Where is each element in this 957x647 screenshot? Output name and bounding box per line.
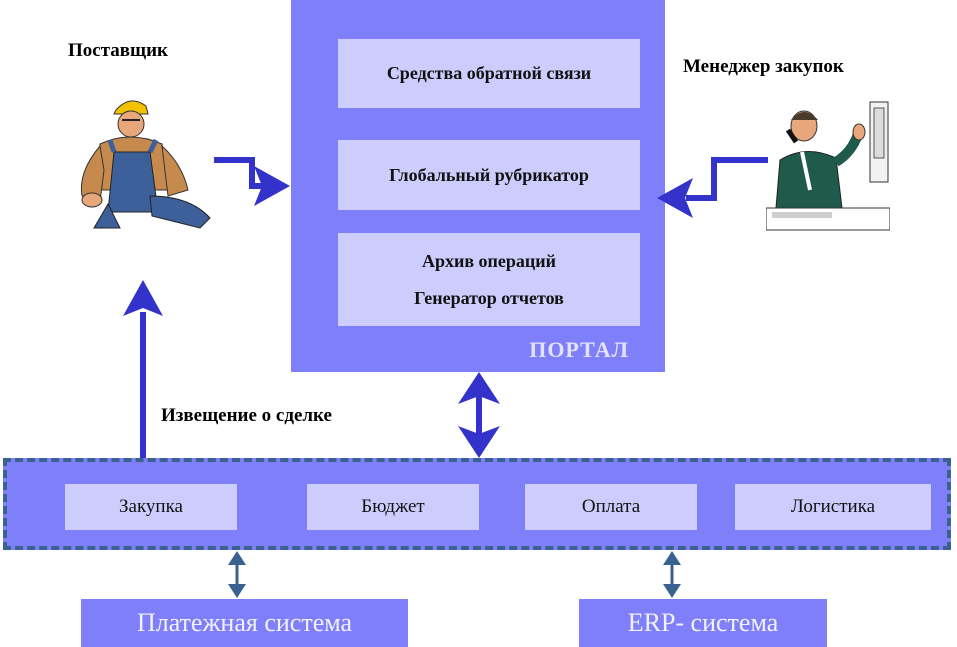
module-feedback[interactable]: Средства обратной связи xyxy=(338,39,640,108)
module-payment-label: Оплата xyxy=(581,496,641,517)
erp-system-box[interactable]: ERP- система xyxy=(579,599,827,647)
supplier-arrowhead xyxy=(254,166,290,206)
supplier-label: Поставщик xyxy=(68,40,168,61)
portal-title: ПОРТАЛ xyxy=(529,337,629,362)
manager-label: Менеджер закупок xyxy=(683,56,844,77)
notification-arrowhead xyxy=(123,280,163,316)
module-feedback-label: Средства обратной связи xyxy=(386,63,592,83)
worker-icon xyxy=(80,100,211,229)
module-archive-reports[interactable]: Архив операций Генератор отчетов xyxy=(338,233,640,326)
module-purchase-label: Закупка xyxy=(119,496,183,517)
payment-link-head-up xyxy=(228,551,246,565)
back-office-bar: Закупка Бюджет Оплата Логистика xyxy=(3,458,951,550)
portal-block: Средства обратной связи Глобальный рубри… xyxy=(291,0,665,372)
archive-label: Архив операций xyxy=(421,250,557,271)
erp-system-label: ERP- система xyxy=(627,608,779,637)
module-catalog[interactable]: Глобальный рубрикатор xyxy=(338,140,640,210)
module-purchase[interactable]: Закупка xyxy=(65,484,237,530)
module-budget-label: Бюджет xyxy=(361,496,425,517)
module-payment[interactable]: Оплата xyxy=(525,484,697,530)
portal-link-arrowhead-down xyxy=(458,426,500,458)
deal-notification-label: Извещение о сделке xyxy=(161,405,332,426)
manager-to-portal-arrow xyxy=(686,157,768,201)
module-logistics-label: Логистика xyxy=(790,496,876,517)
erp-link-head-down xyxy=(663,584,681,598)
payment-system-box[interactable]: Платежная система xyxy=(81,599,408,647)
module-catalog-label: Глобальный рубрикатор xyxy=(389,164,589,185)
report-generator-label: Генератор отчетов xyxy=(414,287,564,308)
manager-arrowhead xyxy=(657,178,693,218)
phone-manager-icon xyxy=(766,101,890,231)
payment-link-head-down xyxy=(228,584,246,598)
erp-link-head-up xyxy=(663,551,681,565)
payment-system-label: Платежная система xyxy=(136,608,353,637)
supplier-to-portal-arrow xyxy=(214,157,268,189)
portal-link-arrowhead-up xyxy=(458,372,500,404)
module-budget[interactable]: Бюджет xyxy=(307,484,479,530)
module-logistics[interactable]: Логистика xyxy=(735,484,931,530)
